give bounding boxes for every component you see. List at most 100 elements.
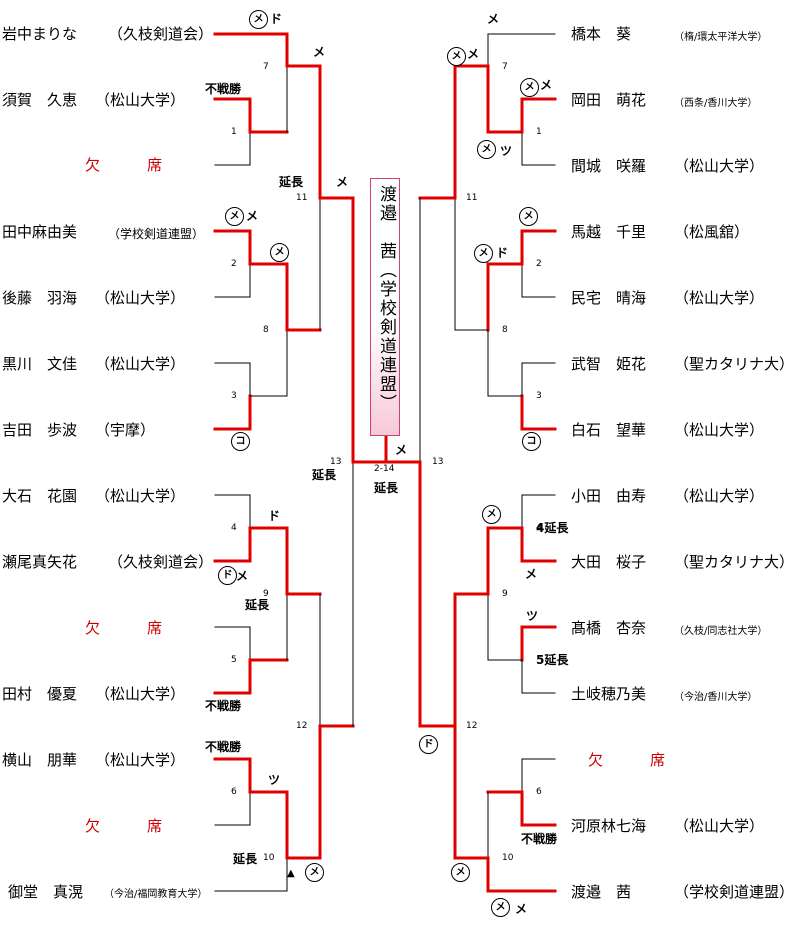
right-entry-5-aff: （松山大学）	[674, 289, 765, 307]
right-entry-5-name: 民宅 晴海	[571, 289, 647, 307]
right-entry-9-aff: （聖カタリナ大）	[674, 553, 786, 571]
right-entry-10-aff: （久枝/同志社大学）	[674, 626, 768, 637]
match-number: 7	[263, 62, 269, 72]
men-circle-icon: メ	[447, 47, 466, 66]
match-number: 13	[432, 457, 444, 467]
waza-note: メ	[236, 569, 249, 583]
match-number: 12	[466, 721, 478, 731]
men-circle-icon: メ	[519, 207, 538, 226]
match-number: 5	[231, 655, 237, 665]
right-entry-7-name: 白石 望華	[571, 421, 647, 439]
waza-note: メ	[525, 567, 538, 581]
right-entry-8-aff: （松山大学）	[674, 487, 765, 505]
right-entry-1-name: 橋本 葵	[571, 25, 632, 43]
left-entry-10-absent: 欠 席	[85, 619, 179, 637]
waza-note: メ	[515, 902, 528, 916]
men-circle-icon: メ	[270, 243, 289, 262]
do-circle-icon: ド	[419, 735, 438, 754]
match-number: 6	[536, 787, 542, 797]
match-number: 11	[466, 193, 478, 203]
left-entry-8-name: 大石 花園	[2, 487, 78, 505]
encho-note: 延長	[279, 175, 304, 189]
left-entry-4-name: 田中麻由美	[2, 223, 78, 241]
right-entry-2-name: 岡田 萌花	[571, 91, 647, 109]
match-number-final: 2-14	[374, 464, 395, 474]
waza-note: メ	[467, 47, 480, 61]
match-number: 8	[502, 325, 508, 335]
fusen-note: 不戦勝	[205, 699, 242, 713]
left-entry-7-name: 吉田 歩波	[2, 421, 78, 439]
left-entry-6-name: 黒川 文佳	[2, 355, 78, 373]
left-entry-9-aff: （久枝剣道会）	[108, 553, 214, 571]
match-number: 11	[296, 193, 308, 203]
right-entry-13-aff: （松山大学）	[674, 817, 765, 835]
waza-note: ド	[496, 246, 509, 260]
waza-note: メ	[336, 175, 349, 189]
men-circle-icon: メ	[225, 207, 244, 226]
men-circle-icon: メ	[482, 505, 501, 524]
match-number: 1	[231, 127, 237, 137]
encho-note: 延長	[245, 598, 270, 612]
left-entry-6-aff: （松山大学）	[95, 355, 186, 373]
match-number: 6	[231, 787, 237, 797]
left-entry-5-name: 後藤 羽海	[2, 289, 78, 307]
right-entry-6-name: 武智 姫花	[571, 355, 647, 373]
right-entry-4-aff: （松風舘）	[674, 223, 750, 241]
do-circle-icon: ド	[218, 566, 237, 585]
right-entry-3-name: 間城 咲羅	[571, 157, 647, 175]
men-circle-icon: メ	[477, 140, 496, 159]
right-entry-4-name: 馬越 千里	[571, 223, 647, 241]
match-number: 2	[536, 259, 542, 269]
fusen-note: 不戦勝	[205, 740, 242, 754]
left-entry-8-aff: （松山大学）	[95, 487, 186, 505]
encho-note: 延長	[312, 468, 337, 482]
men-circle-icon: メ	[305, 863, 324, 882]
right-entry-12-absent: 欠 席	[588, 751, 682, 769]
match-number: 4	[231, 523, 237, 533]
fusen-note: 不戦勝	[521, 832, 558, 846]
right-entry-6-aff: （聖カタリナ大）	[674, 355, 786, 373]
waza-note: メ	[487, 12, 500, 26]
right-entry-10-name: 髙橋 杏奈	[571, 619, 647, 637]
right-entry-11-aff: （今治/香川大学）	[674, 692, 758, 703]
left-entry-9-name: 瀬尾真矢花	[2, 553, 78, 571]
men-circle-icon: メ	[249, 10, 268, 29]
encho-note: 4延長	[536, 521, 569, 535]
left-entry-1-name: 岩中まりな	[2, 25, 78, 43]
triangle-mark: ▲	[287, 868, 295, 879]
left-entry-2-name: 須賀 久恵	[2, 91, 78, 109]
waza-note: ド	[268, 509, 281, 523]
match-number: 4	[536, 523, 542, 533]
men-circle-icon: メ	[474, 244, 493, 263]
waza-note: ツ	[500, 144, 513, 158]
match-number: 10	[263, 853, 275, 863]
encho-note: 延長	[233, 852, 258, 866]
waza-note: ツ	[268, 773, 281, 787]
left-entry-14-aff: （今治/福岡教育大学）	[104, 889, 208, 900]
left-entry-12-name: 横山 朋華	[2, 751, 78, 769]
match-number: 3	[536, 391, 542, 401]
men-circle-icon: メ	[520, 78, 539, 97]
match-number: 8	[263, 325, 269, 335]
match-number: 12	[296, 721, 308, 731]
right-entry-8-name: 小田 由寿	[571, 487, 647, 505]
waza-note: ツ	[526, 609, 539, 623]
waza-note: メ	[313, 45, 326, 59]
kote-circle-icon: コ	[522, 432, 541, 451]
right-entry-1-aff: （楕/環太平洋大学）	[674, 32, 768, 43]
left-entry-4-aff: （学校剣道連盟）	[108, 227, 205, 241]
kote-circle-icon: コ	[231, 432, 250, 451]
left-entry-13-absent: 欠 席	[85, 817, 179, 835]
encho-note: 5延長	[536, 653, 569, 667]
left-entry-3-absent: 欠 席	[85, 156, 179, 174]
match-number: 3	[231, 391, 237, 401]
right-entry-14-aff: （学校剣道連盟）	[674, 883, 786, 901]
left-entry-7-aff: （宇摩）	[95, 421, 156, 439]
right-entry-11-name: 土岐穂乃美	[571, 685, 647, 703]
match-number: 7	[502, 62, 508, 72]
men-circle-icon: メ	[491, 898, 510, 917]
left-entry-1-aff: （久枝剣道会）	[108, 25, 214, 43]
left-entry-12-aff: （松山大学）	[95, 751, 186, 769]
match-number: 2	[231, 259, 237, 269]
